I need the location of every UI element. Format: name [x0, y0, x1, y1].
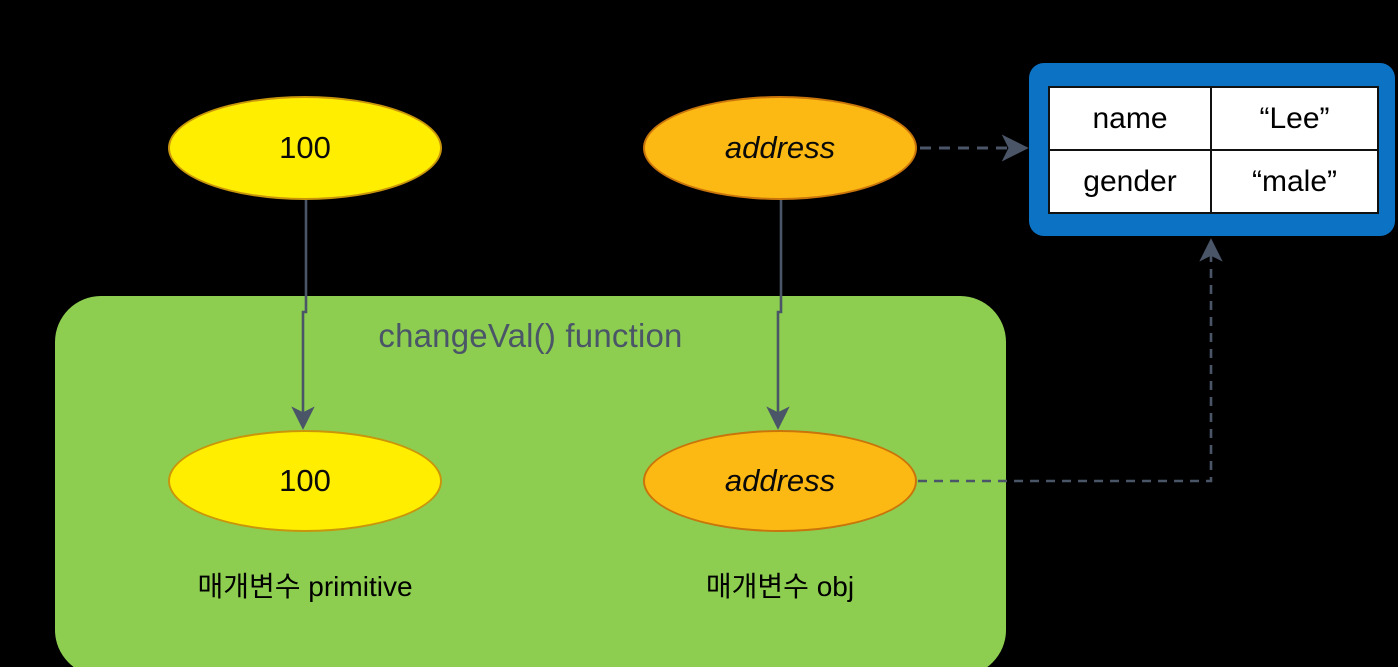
heap-key-gender: gender: [1048, 149, 1212, 214]
function-scope-label: changeVal() function: [378, 317, 683, 354]
param-reference-label: address: [724, 463, 836, 498]
table-row: name “Lee”: [1048, 86, 1379, 151]
caller-primitive-label: 100: [279, 130, 331, 165]
heap-key-name: name: [1048, 86, 1212, 151]
param-primitive-node[interactable]: 100: [168, 430, 442, 532]
param-reference-caption: 매개변수 obj: [705, 571, 855, 602]
param-primitive-caption: 매개변수 primitive: [197, 571, 413, 602]
heap-object-table: name “Lee” gender “male”: [1048, 86, 1379, 214]
param-reference-node[interactable]: address: [643, 430, 917, 532]
heap-value-name: “Lee”: [1210, 86, 1379, 151]
caller-primitive-node[interactable]: 100: [168, 96, 442, 200]
heap-value-gender: “male”: [1210, 149, 1379, 214]
caller-reference-label: address: [724, 130, 836, 165]
table-row: gender “male”: [1048, 149, 1379, 214]
param-primitive-label: 100: [279, 463, 331, 498]
caller-reference-node[interactable]: address: [643, 96, 917, 200]
